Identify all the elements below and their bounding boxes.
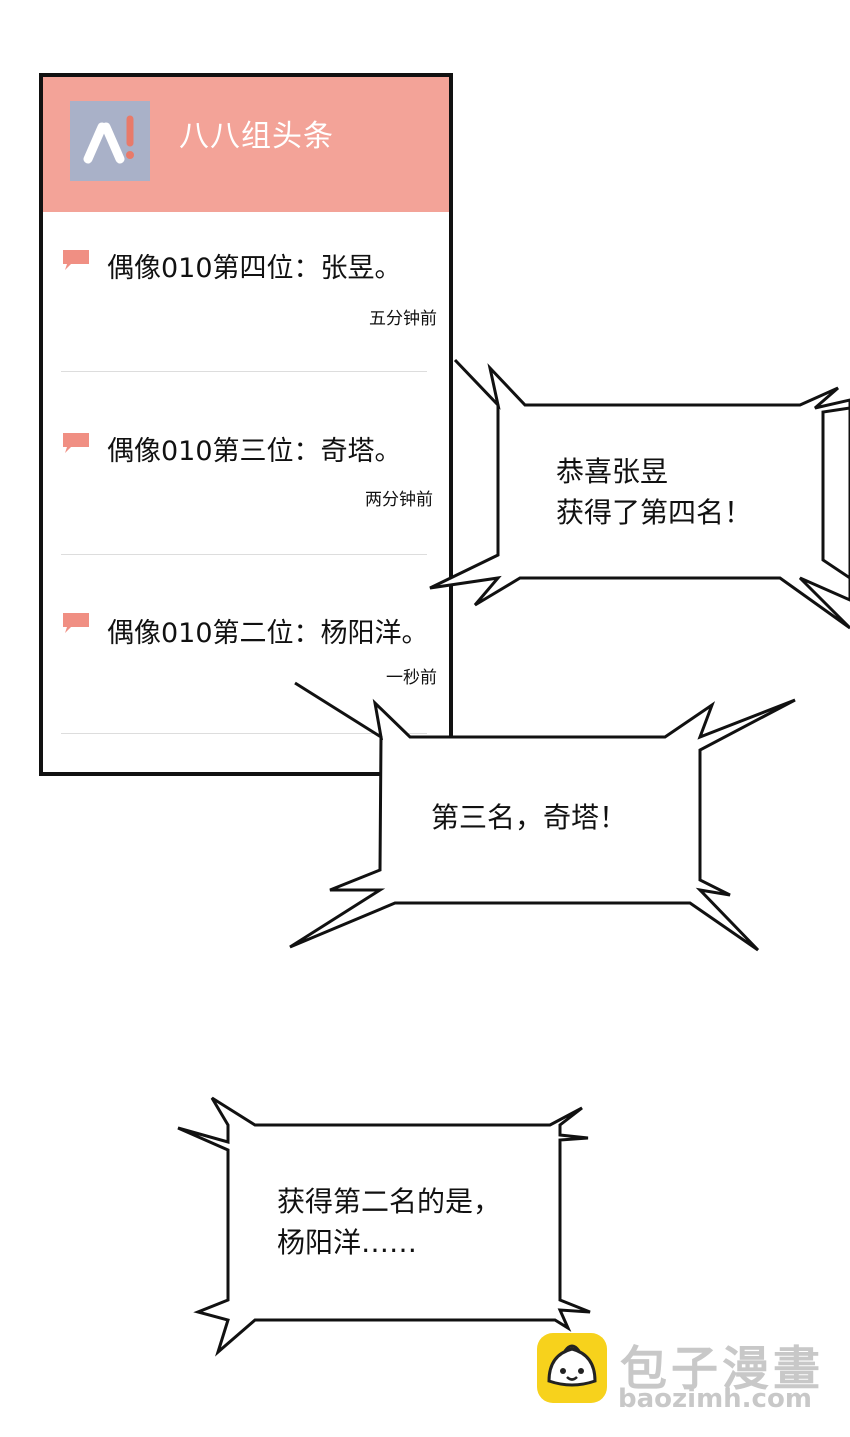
speech-text-first: 恭喜张昱 获得了第四名！: [556, 451, 752, 533]
feed-item[interactable]: 偶像010第四位：张昱。 五分钟前: [43, 212, 449, 395]
divider: [61, 371, 427, 372]
watermark-name: 包子漫畫: [620, 1342, 824, 1397]
feed-item-text: 偶像010第三位：奇塔。: [107, 436, 402, 467]
speech-text-second: 第三名，奇塔！: [431, 797, 627, 838]
divider: [61, 733, 427, 734]
feed-item-text: 偶像010第四位：张昱。: [107, 253, 402, 284]
bun-mascot-icon: [537, 1333, 607, 1403]
feed-item-text: 偶像010第二位：杨阳洋。: [107, 618, 429, 649]
bar-logo-icon[interactable]: [70, 101, 150, 181]
feed-item-time: 两分钟前: [365, 490, 433, 510]
app-header: 八八组头条: [43, 77, 449, 212]
speech-text-third: 获得第二名的是， 杨阳洋……: [277, 1181, 501, 1263]
chat-bubble-icon: [63, 250, 89, 270]
watermark-url: baozimh.com: [618, 1384, 812, 1414]
app-title: 八八组头条: [179, 119, 334, 154]
feed-item[interactable]: 偶像010第二位：杨阳洋。 一秒前: [43, 577, 449, 760]
chat-bubble-icon: [63, 613, 89, 633]
speech-line: 获得了第四名！: [556, 496, 753, 529]
speech-line: 恭喜张昱: [556, 455, 669, 488]
feed-item-time: 一秒前: [386, 668, 437, 688]
chat-bubble-icon: [63, 433, 89, 453]
divider: [61, 554, 427, 555]
speech-line: 第三名，奇塔！: [431, 801, 628, 834]
feed-item-time: 五分钟前: [369, 309, 437, 329]
speech-line: 杨阳洋……: [277, 1226, 418, 1259]
news-app-panel: 八八组头条 偶像010第四位：张昱。 五分钟前 偶像010第三位：奇塔。 两分钟…: [39, 73, 453, 776]
speech-line: 获得第二名的是，: [277, 1185, 502, 1218]
feed-item[interactable]: 偶像010第三位：奇塔。 两分钟前: [43, 395, 449, 578]
